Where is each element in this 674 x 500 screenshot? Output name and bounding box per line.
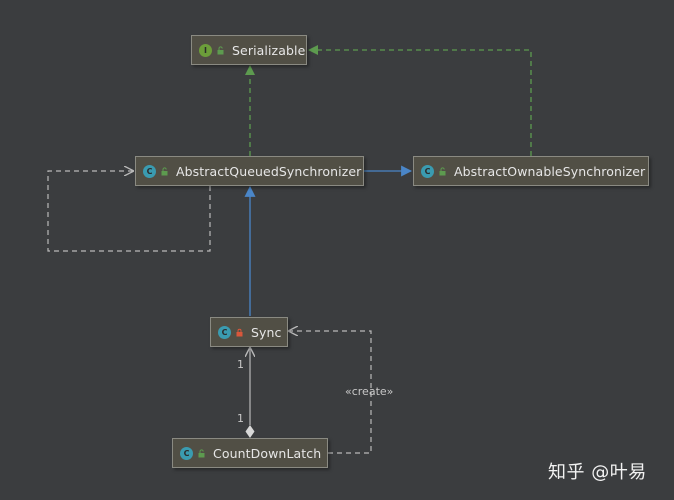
public-access-icon bbox=[438, 166, 447, 176]
edge-aos-implements-serializable bbox=[308, 45, 532, 156]
multiplicity-sync-end: 1 bbox=[237, 358, 244, 371]
class-icon: C bbox=[180, 446, 193, 460]
public-access-icon bbox=[160, 166, 169, 176]
node-abstract-ownable-synchronizer[interactable]: C AbstractOwnableSynchronizer bbox=[413, 156, 649, 186]
node-sync[interactable]: C Sync bbox=[210, 317, 288, 347]
private-lock-icon bbox=[235, 328, 244, 337]
static-class-icon: C bbox=[218, 325, 231, 339]
node-label: CountDownLatch bbox=[213, 445, 322, 461]
edge-label-create: «create» bbox=[345, 385, 394, 398]
interface-icon: I bbox=[199, 43, 212, 57]
abstract-class-icon: C bbox=[421, 164, 434, 178]
node-label: AbstractQueuedSynchronizer bbox=[176, 163, 362, 179]
abstract-class-icon: C bbox=[143, 164, 156, 178]
edge-aqs-self-dependency bbox=[47, 171, 211, 252]
edge-latch-create-sync bbox=[289, 331, 372, 454]
composition-diamond bbox=[245, 425, 255, 438]
node-label: Serializable bbox=[232, 42, 306, 58]
public-access-icon bbox=[216, 45, 225, 55]
node-serializable[interactable]: I Serializable bbox=[191, 35, 307, 65]
node-label: AbstractOwnableSynchronizer bbox=[454, 163, 646, 179]
node-count-down-latch[interactable]: C CountDownLatch bbox=[172, 438, 328, 468]
node-abstract-queued-synchronizer[interactable]: C AbstractQueuedSynchronizer bbox=[135, 156, 364, 186]
public-access-icon bbox=[197, 448, 206, 458]
watermark: 知乎 @叶易 bbox=[548, 462, 647, 483]
node-label: Sync bbox=[251, 324, 282, 340]
multiplicity-latch-end: 1 bbox=[237, 412, 244, 425]
